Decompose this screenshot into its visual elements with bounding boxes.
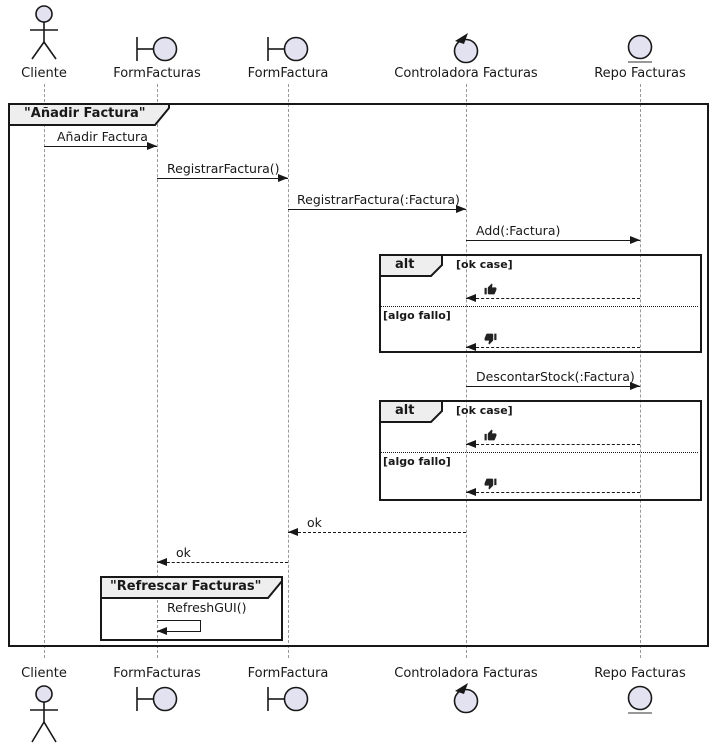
thumbs-down-icon [484,333,497,345]
thumbs-down-icon [484,478,497,490]
arrowhead [456,205,466,213]
boundary-icon [136,686,178,712]
actor-icon [30,5,58,60]
message-label-registrarfactura: RegistrarFactura() [167,161,280,176]
lifeline-cliente [43,84,45,658]
message-label-registrarfactura-factura: RegistrarFactura(:Factura) [297,192,460,207]
group-header-pentagon [100,576,283,599]
participant-label-formfactura: FormFactura [247,66,329,81]
participant-label-repo: Repo Facturas [594,66,686,81]
self-message-line [200,620,201,631]
return-line [157,562,288,563]
arrowhead [466,488,476,496]
entity-icon [627,685,653,714]
participant-label-cliente: Cliente [21,66,67,81]
arrowhead [157,558,167,566]
boundary-icon [267,36,309,62]
participant-label-formfacturas: FormFacturas [113,666,201,681]
return-line [288,532,466,533]
arrowhead [630,236,640,244]
arrowhead [466,294,476,302]
message-line [44,146,157,147]
self-message-line [157,631,201,632]
arrowhead [278,174,288,182]
alt-guard-fail: [algo fallo] [383,455,451,468]
arrowhead [466,440,476,448]
lifeline-formfacturas [156,84,158,658]
lifeline-repo [639,84,641,658]
alt-divider [380,306,698,307]
arrowhead [288,528,298,536]
boundary-icon [267,686,309,712]
alt-fragment-1 [379,254,702,353]
alt-guard-ok: [ok case] [456,258,513,271]
thumbs-up-icon [484,429,497,441]
group-title-refrescar-facturas: "Refrescar Facturas" [110,579,262,594]
alt-header-pentagon [379,400,443,423]
return-line [466,492,640,493]
self-message-line [157,620,201,621]
message-label-add-factura: Add(:Factura) [476,223,561,238]
alt-header-pentagon [379,254,443,277]
participant-label-formfactura: FormFactura [247,666,329,681]
thumbs-up-icon [484,283,497,295]
group-header-pentagon [8,103,170,126]
message-line [288,209,466,210]
group-title-anadir-factura: "Añadir Factura" [24,106,146,121]
return-line [466,444,640,445]
participant-label-repo: Repo Facturas [594,666,686,681]
message-label-refreshgui: RefreshGUI() [167,600,247,615]
alt-operator-label: alt [395,257,415,272]
arrowhead [466,343,476,351]
participant-label-cliente: Cliente [21,666,67,681]
group-frame-anadir-factura [8,103,709,647]
participant-label-formfacturas: FormFacturas [113,66,201,81]
message-line [466,240,640,241]
message-label-descontarstock: DescontarStock(:Factura) [476,369,635,384]
message-line [466,386,640,387]
alt-guard-ok: [ok case] [456,404,513,417]
entity-icon [627,34,653,63]
control-icon [453,33,479,64]
message-line [157,178,288,179]
message-label-anadir-factura: Añadir Factura [57,129,148,144]
boundary-icon [136,36,178,62]
control-icon [453,683,479,714]
participant-label-controladora: Controladora Facturas [394,666,538,681]
lifeline-formfactura [287,84,289,658]
return-line [466,347,640,348]
return-line [466,298,640,299]
alt-guard-fail: [algo fallo] [383,309,451,322]
return-label-ok: ok [176,545,191,560]
participant-label-controladora: Controladora Facturas [394,66,538,81]
actor-icon [30,685,58,743]
alt-operator-label: alt [395,403,415,418]
alt-fragment-2 [379,400,702,501]
alt-divider [380,452,698,453]
return-label-ok: ok [307,515,322,530]
arrowhead [147,142,157,150]
arrowhead [157,627,167,635]
arrowhead [630,382,640,390]
lifeline-controladora [465,84,467,658]
